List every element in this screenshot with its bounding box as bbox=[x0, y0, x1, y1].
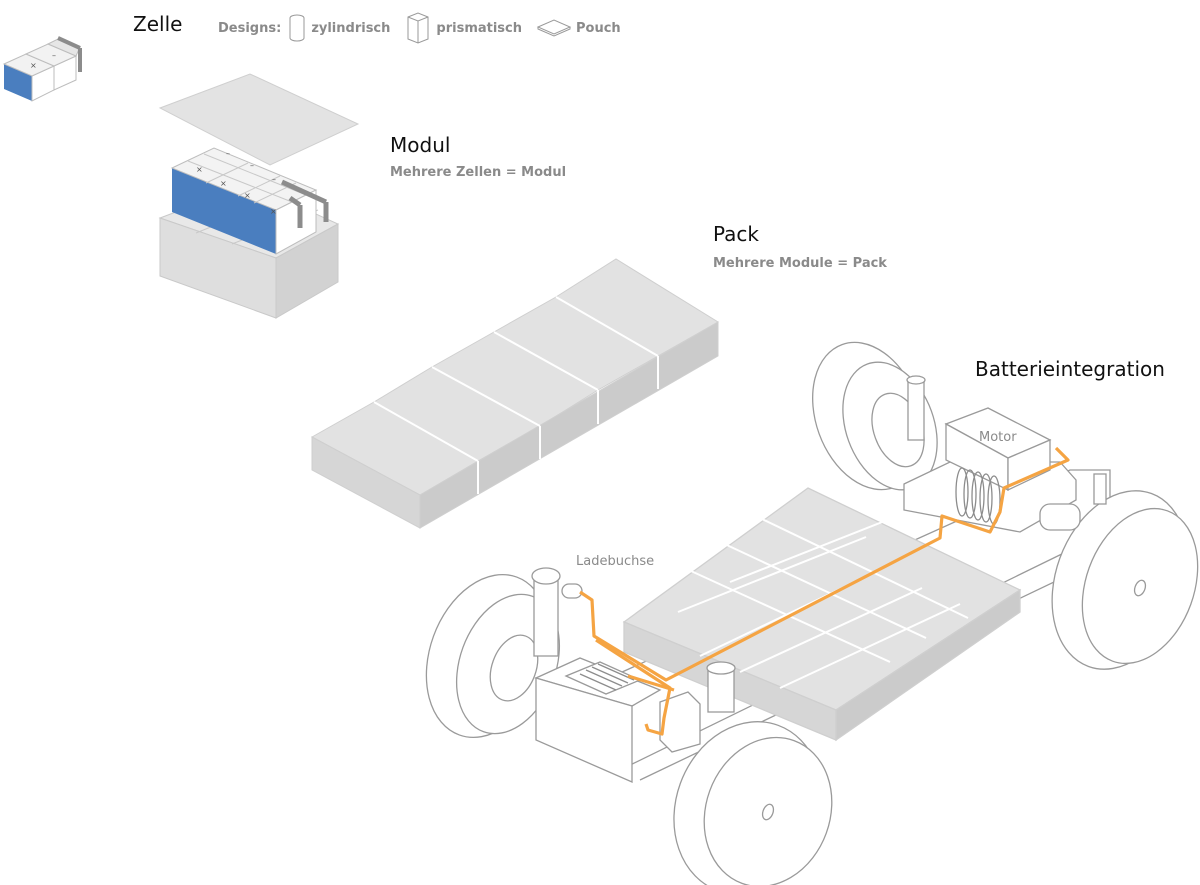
charging-port-label: Ladebuchse bbox=[576, 554, 655, 569]
svg-text:×: × bbox=[270, 207, 277, 216]
motor-label: Motor bbox=[979, 430, 1017, 445]
svg-text:–: – bbox=[250, 161, 254, 170]
svg-text:×: × bbox=[196, 165, 203, 174]
designs-legend: Designs: zylindrisch prismatisch Pouch bbox=[218, 12, 629, 44]
module-exploded: × × × × – – – bbox=[158, 73, 360, 319]
module-subtitle: Mehrere Zellen = Modul bbox=[390, 165, 567, 180]
pack-title: Pack bbox=[713, 222, 759, 246]
design-cylindrical: zylindrisch bbox=[287, 12, 390, 44]
pouch-cell-icon bbox=[536, 19, 572, 37]
designs-label: Designs: bbox=[218, 20, 282, 36]
single-cell: × – bbox=[2, 36, 82, 102]
integration-title: Batterieintegration bbox=[975, 357, 1165, 381]
svg-text:×: × bbox=[30, 61, 37, 70]
pack-modules bbox=[310, 258, 719, 529]
pack-subtitle: Mehrere Module = Pack bbox=[713, 256, 887, 271]
high-voltage-wiring bbox=[579, 446, 1070, 736]
svg-text:–: – bbox=[52, 51, 56, 60]
design-prismatic-label: prismatisch bbox=[436, 20, 523, 36]
svg-text:×: × bbox=[220, 179, 227, 188]
cell-title: Zelle bbox=[133, 12, 183, 36]
design-prismatic: prismatisch bbox=[404, 11, 522, 45]
cylinder-cell-icon bbox=[289, 14, 305, 42]
module-title: Modul bbox=[390, 133, 451, 157]
svg-text:×: × bbox=[244, 191, 251, 200]
design-pouch-label: Pouch bbox=[576, 20, 621, 36]
design-cylindrical-label: zylindrisch bbox=[311, 20, 391, 36]
design-pouch: Pouch bbox=[536, 17, 621, 39]
svg-text:–: – bbox=[226, 149, 230, 158]
chassis-integration bbox=[425, 341, 1199, 885]
svg-text:–: – bbox=[272, 175, 276, 184]
prismatic-cell-icon bbox=[407, 12, 429, 44]
